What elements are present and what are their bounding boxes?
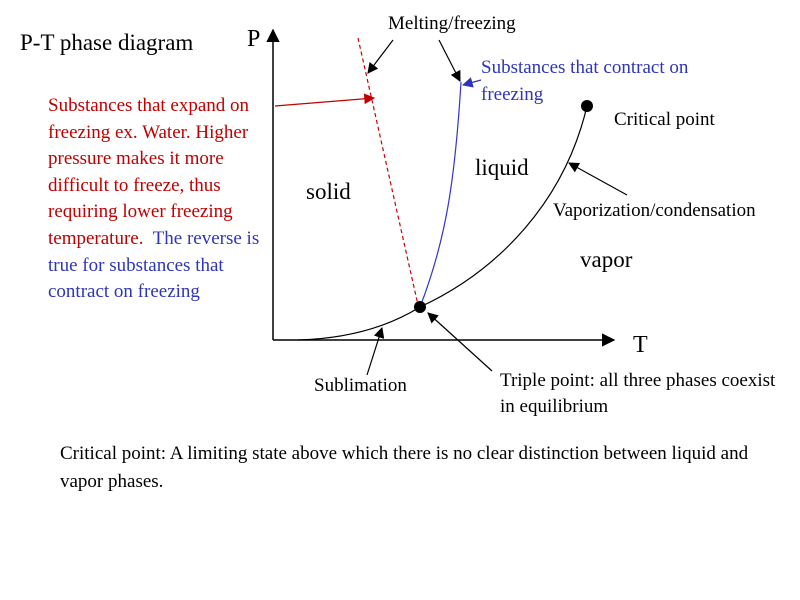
sublimation-arrow (366, 326, 385, 376)
critical-point-dot (581, 100, 593, 112)
expanding-melting-curve (357, 37, 419, 306)
melting-arrow-right (438, 39, 461, 82)
contract-note: Substances that contract on freezing (481, 57, 689, 105)
vapor-region-label: vapor (580, 247, 633, 272)
y-axis-label: P (247, 26, 261, 52)
sublimation-label: Sublimation (314, 375, 407, 396)
vaporization-curve (419, 105, 588, 308)
melting-freezing-label: Melting/freezing (388, 13, 516, 34)
triple-point-arrow (427, 312, 493, 372)
expand-note-red: Substances that expand on freezing ex. W… (48, 95, 250, 249)
expand-note-arrow (274, 93, 376, 107)
solid-region-label: solid (306, 179, 351, 204)
critical-point-definition: Critical point: A limiting state above w… (60, 443, 749, 492)
contract-note-arrow (461, 77, 482, 88)
contracting-melting-curve (419, 81, 462, 308)
vaporization-condensation-label: Vaporization/condensation (553, 200, 756, 221)
melting-arrow-left (367, 39, 394, 74)
sublimation-curve (297, 306, 421, 341)
expand-note: Substances that expand on freezing ex. W… (48, 93, 273, 306)
expand-note-blue: The reverse is true for substances that … (48, 227, 260, 303)
liquid-region-label: liquid (475, 155, 529, 180)
triple-point-dot (414, 301, 426, 313)
x-axis-label: T (633, 332, 648, 358)
page-title: P-T phase diagram (20, 30, 194, 55)
critical-point-label: Critical point (614, 109, 715, 130)
triple-point-label: Triple point: all three phases coexist i… (500, 370, 776, 417)
vaporization-arrow (568, 162, 628, 196)
